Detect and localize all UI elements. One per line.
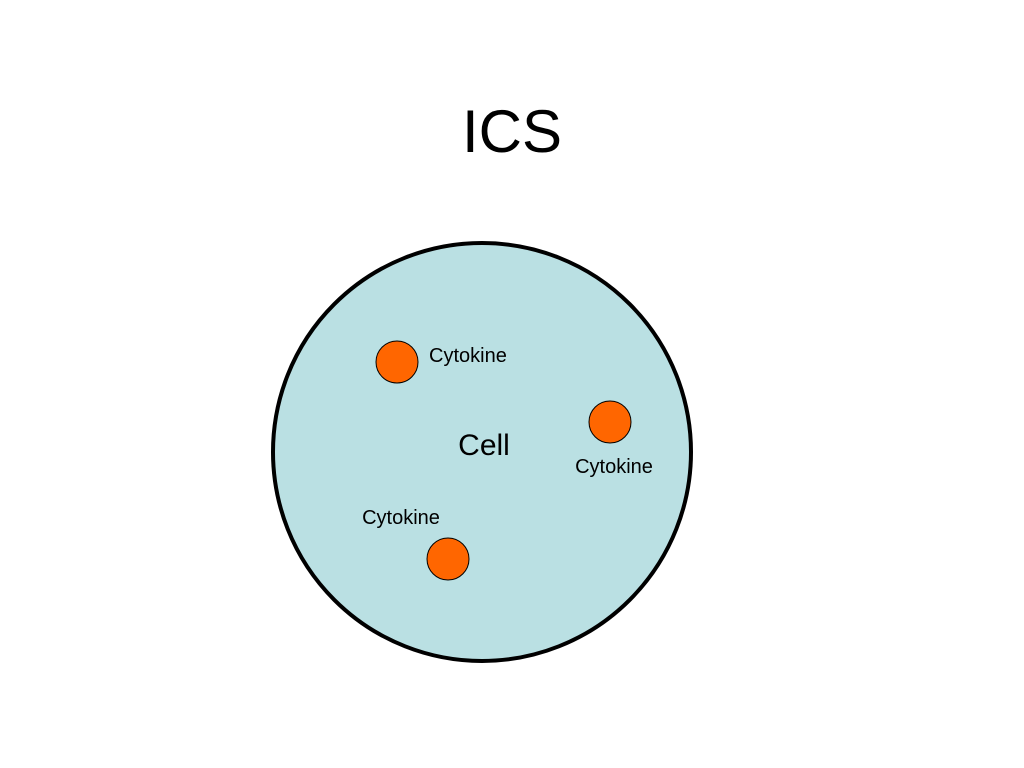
cytokine-dot-1	[375, 340, 419, 384]
cytokine-dot-2	[588, 400, 632, 444]
cytokine-label-2: Cytokine	[575, 456, 653, 478]
cytokine-label-1: Cytokine	[429, 345, 507, 367]
cytokine-dot-3	[426, 537, 470, 581]
cytokine-label-3: Cytokine	[362, 507, 440, 529]
cell-circle	[271, 241, 693, 663]
slide-title: ICS	[461, 98, 563, 165]
cell-label: Cell	[458, 429, 510, 462]
